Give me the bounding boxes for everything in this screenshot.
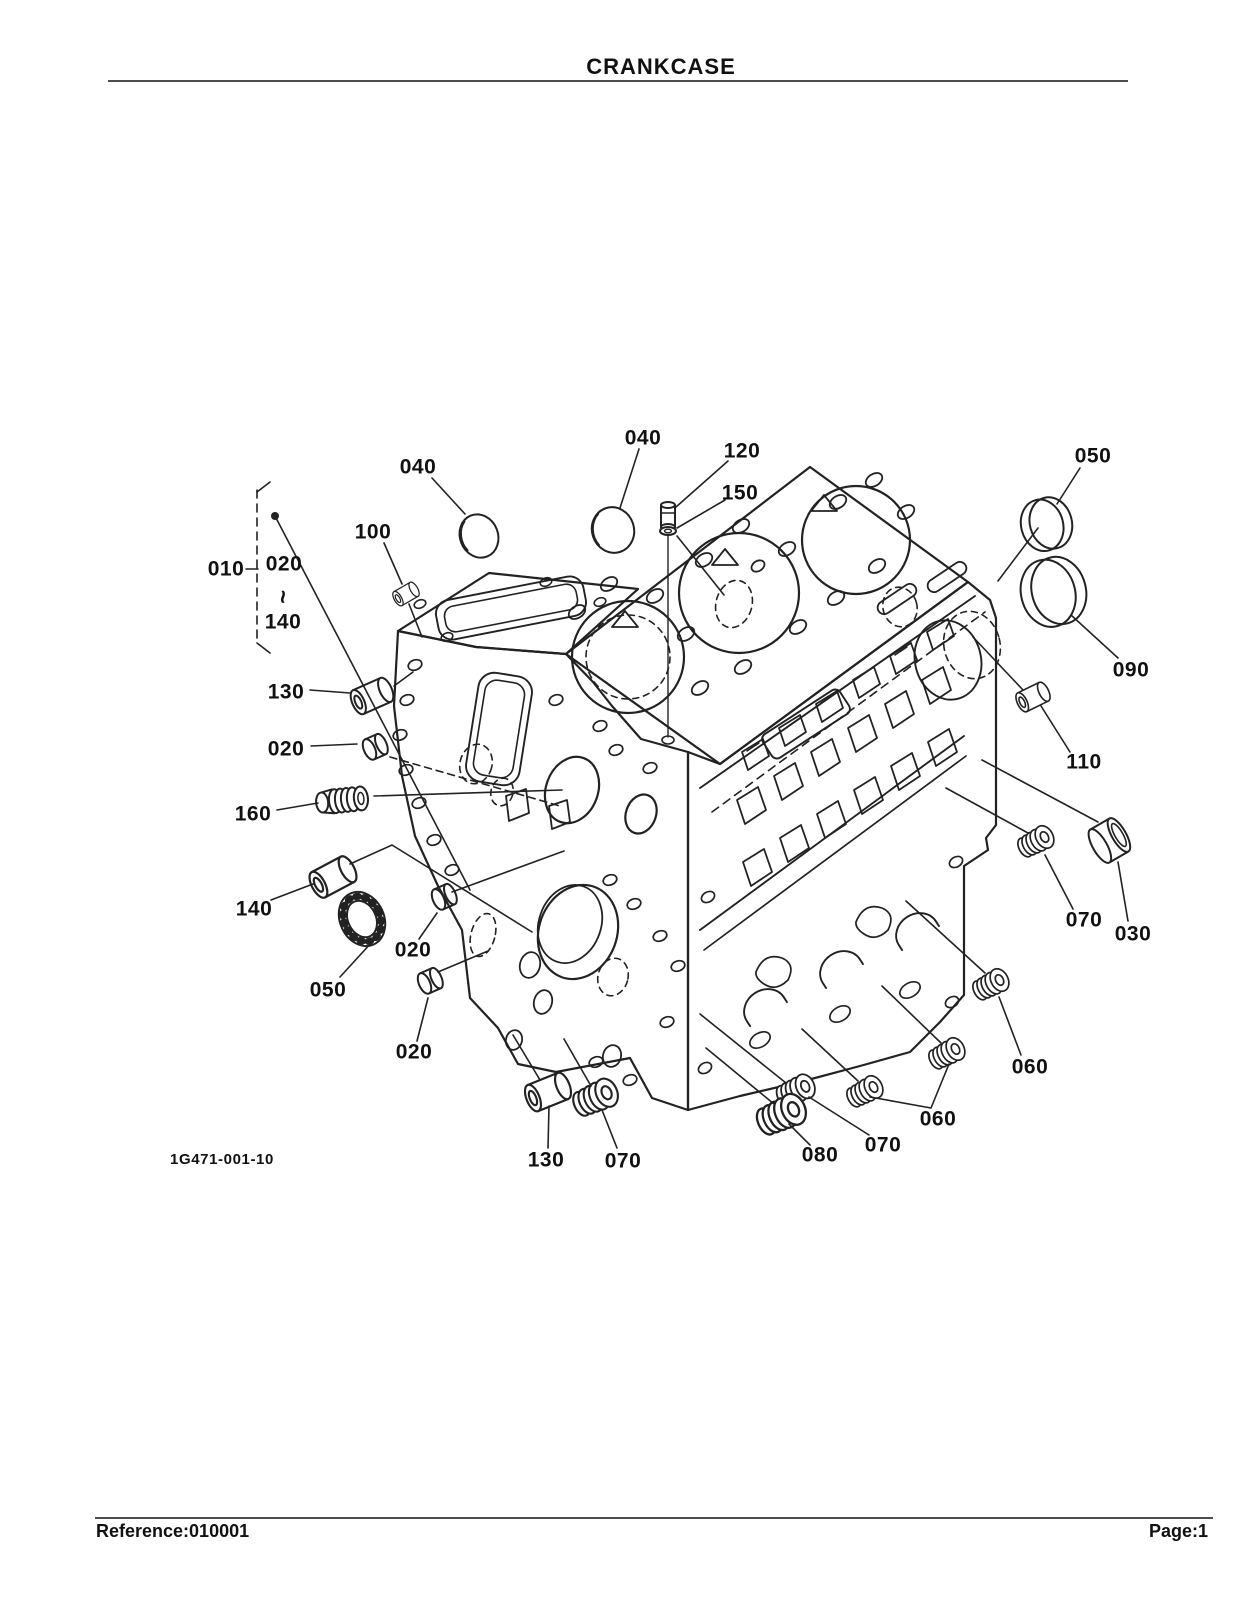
- callout-090-6: 090: [1112, 658, 1150, 682]
- part-090-cup-plug-large: [1019, 555, 1088, 628]
- pan-rail-line-1: [699, 735, 965, 931]
- front-face-outline: [392, 629, 690, 1112]
- coolant-triangle-marks: [611, 494, 838, 628]
- footer-rule: [95, 1517, 1213, 1519]
- callout-110-8: 110: [1066, 750, 1102, 774]
- callout-040-0: 040: [399, 455, 437, 479]
- cylinder-bore-1: [570, 599, 686, 715]
- rear-seal-boss: [913, 619, 983, 701]
- side-face-windows: [736, 618, 958, 887]
- callout-020-15: 020: [394, 938, 432, 962]
- callout-020-16: 020: [395, 1040, 433, 1064]
- callout-010-range-end: 140: [264, 610, 302, 634]
- loose-parts: [304, 496, 1132, 1141]
- callout-070-20: 070: [604, 1149, 642, 1173]
- footer-page-number: Page:1: [1148, 1521, 1208, 1541]
- callout-060-17: 060: [1011, 1055, 1049, 1079]
- callout-130-7: 130: [267, 680, 305, 704]
- part-150-o-ring: [659, 526, 677, 536]
- head-face-slots: [876, 560, 968, 616]
- cam-bore: [543, 755, 601, 825]
- leader-lines: [245, 448, 1129, 1149]
- callout-050-5: 050: [1074, 444, 1112, 468]
- callout-040-2: 040: [624, 426, 662, 450]
- gearcase-recess-inner: [443, 583, 579, 633]
- rear-seal-bore-dashed: [942, 610, 1002, 680]
- part-040-cup-plug-left: [458, 513, 500, 559]
- head-face-dashed-hole: [881, 586, 919, 628]
- figure-code: 1G471-001-10: [170, 1151, 274, 1168]
- callout-080-21: 080: [801, 1143, 839, 1167]
- cover-opening-outer: [465, 671, 533, 787]
- crank-bore-outer: [536, 883, 620, 981]
- callout-160-10: 160: [234, 802, 272, 826]
- part-050-seal-ring: [337, 890, 387, 948]
- crankcase-body: [392, 465, 1002, 1112]
- callout-010: 010: [207, 557, 245, 581]
- pan-rail-line-2: [703, 755, 967, 951]
- dipstick-tube-hole: [661, 735, 675, 745]
- callout-140-13: 140: [235, 897, 273, 921]
- idler-bore: [624, 793, 658, 835]
- callout-030-12: 030: [1114, 922, 1152, 946]
- dipstick-hole-dashed: [714, 579, 754, 629]
- part-040-cup-plug-top: [590, 506, 636, 554]
- callout-020-9: 020: [267, 737, 305, 761]
- callout-010-range-separator: ~: [269, 589, 296, 605]
- callout-050-14: 050: [309, 978, 347, 1002]
- callout-130-19: 130: [527, 1148, 565, 1172]
- crank-bore-inner: [536, 884, 604, 964]
- gearcase-recess-outer: [435, 575, 587, 641]
- footer-reference: Reference:010001: [96, 1521, 250, 1541]
- callout-070-22: 070: [864, 1133, 902, 1157]
- callout-010-range-start: 020: [265, 552, 303, 576]
- head-face-bolt-holes: [567, 472, 916, 696]
- page-title: CRANKCASE: [586, 54, 736, 79]
- callout-120-3: 120: [723, 439, 761, 463]
- cover-opening-inner: [472, 679, 526, 779]
- part-030-sleeve: [1087, 817, 1132, 864]
- callout-150-4: 150: [721, 481, 759, 505]
- casting-blobs: [755, 905, 892, 989]
- callout-070-11: 070: [1065, 908, 1103, 932]
- front-face-bolt-holes: [392, 658, 686, 1087]
- part-050-cup-plug-right: [1019, 496, 1074, 552]
- pan-rail-holes: [697, 855, 964, 1075]
- part-160-delivery-joint: [315, 785, 369, 815]
- callout-060-18: 060: [919, 1107, 957, 1131]
- callout-100-1: 100: [354, 520, 392, 544]
- group-010-bracket: [245, 481, 471, 891]
- front-face-small-openings: [504, 951, 623, 1068]
- header-rule: [108, 80, 1128, 82]
- cylinder-bore-3: [800, 484, 912, 596]
